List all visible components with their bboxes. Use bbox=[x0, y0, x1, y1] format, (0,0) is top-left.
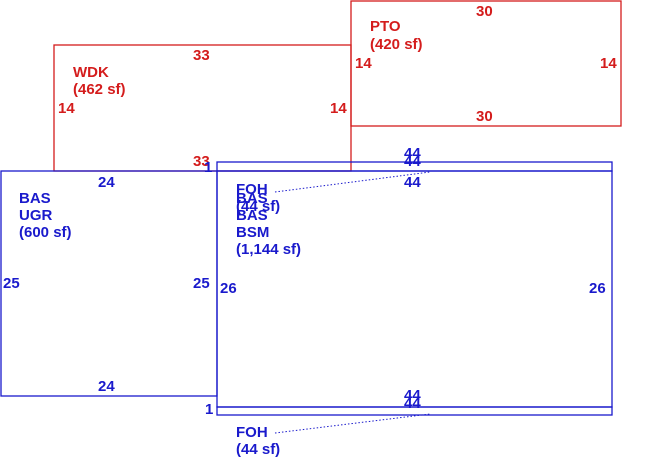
bas-bsm-code: BAS bbox=[236, 190, 268, 207]
foh-top-dim-side: 1 bbox=[204, 159, 212, 176]
bas-bsm-overlap-code: BAS bbox=[236, 207, 268, 224]
wdk-area: (462 sf) bbox=[73, 81, 126, 98]
foh-top-dim-bottom: 44 bbox=[404, 153, 421, 170]
foh-top-leader bbox=[274, 171, 431, 193]
pto-code: PTO bbox=[370, 18, 401, 35]
wdk-dim-left: 14 bbox=[58, 100, 75, 117]
bas-bsm-dim-bottom: 44 bbox=[404, 387, 421, 404]
pto-area: (420 sf) bbox=[370, 36, 423, 53]
bas-ugr-dim-top: 24 bbox=[98, 174, 115, 191]
wdk-dim-right: 14 bbox=[330, 100, 347, 117]
bas-bsm-dim-top: 44 bbox=[404, 174, 421, 191]
foh-bottom-code: FOH bbox=[236, 424, 268, 441]
bas-bsm-dim-right: 26 bbox=[589, 280, 606, 297]
wdk-dim-bottom: 33 bbox=[193, 153, 210, 170]
foh-bottom-leader bbox=[274, 413, 431, 434]
bas-ugr-dim-left: 25 bbox=[3, 275, 20, 292]
foh-top-area: (44 sf) bbox=[236, 198, 280, 215]
foh-bottom-dim-top: 44 bbox=[404, 395, 421, 412]
wdk-dim-top: 33 bbox=[193, 47, 210, 64]
bas-bsm-sub: BSM bbox=[236, 224, 269, 241]
bas-ugr-sub: UGR bbox=[19, 207, 53, 224]
foh-bottom-outline bbox=[216, 406, 613, 416]
foh-top-outline bbox=[216, 161, 613, 172]
pto-dim-bottom: 30 bbox=[476, 108, 493, 125]
bas-ugr-area: (600 sf) bbox=[19, 224, 72, 241]
foh-bottom-area: (44 sf) bbox=[236, 441, 280, 458]
foh-bottom-side: 1 bbox=[205, 401, 213, 418]
bas-bsm-dim-left: 26 bbox=[220, 280, 237, 297]
wdk-code: WDK bbox=[73, 64, 109, 81]
pto-dim-top: 30 bbox=[476, 3, 493, 20]
pto-dim-right: 14 bbox=[600, 55, 617, 72]
foh-top-dim-top: 44 bbox=[404, 145, 421, 162]
bas-ugr-dim-right: 25 bbox=[193, 275, 210, 292]
bas-ugr-dim-bottom: 24 bbox=[98, 378, 115, 395]
foh-top-code: FOH bbox=[236, 181, 268, 198]
pto-dim-left: 14 bbox=[355, 55, 372, 72]
bas-bsm-area: (1,144 sf) bbox=[236, 241, 301, 258]
bas-ugr-code: BAS bbox=[19, 190, 51, 207]
